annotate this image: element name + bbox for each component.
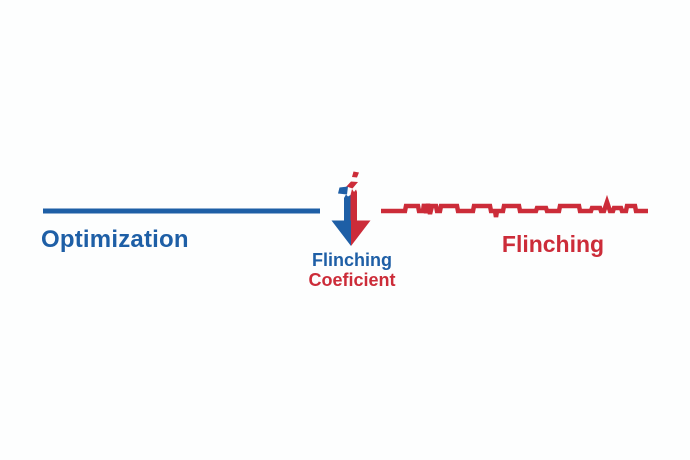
arrow-shaft-red-half [350,189,357,222]
flinching-coefficient-label-line2: Coeficient [308,270,396,290]
optimization-label: Optimization [41,226,189,253]
arrow-fragment-red-mid [345,181,358,189]
flinching-line [381,194,648,218]
flinching-label: Flinching [501,231,605,257]
flinching-coefficient-label: Flinching Coeficient [282,250,422,290]
arrow-head-red-half [351,220,371,246]
flinching-coefficient-arrow [331,171,371,246]
flinching-coefficient-label-line1: Flinching [312,250,392,270]
arrow-head-blue-half [331,220,351,246]
arrow-shaft-blue-half [344,194,351,222]
arrow-fragment-red-top [352,171,359,178]
arrow-fragment-blue [338,186,348,195]
